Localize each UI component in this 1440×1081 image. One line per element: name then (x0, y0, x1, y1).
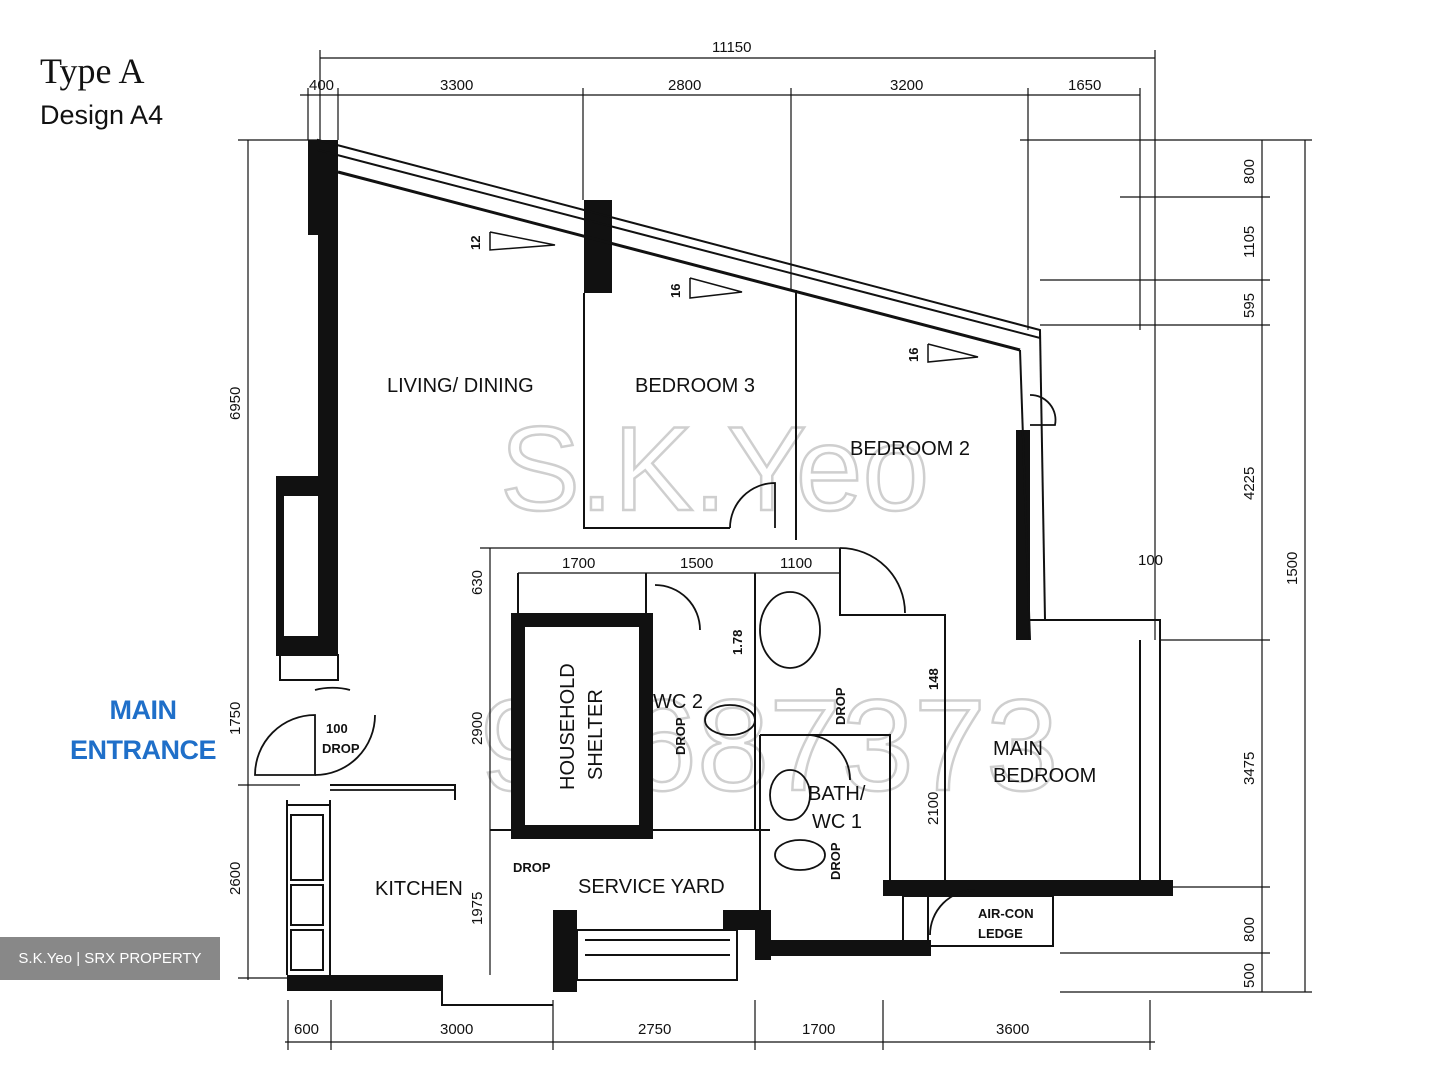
dim-right-total: 1500 (1284, 552, 1301, 585)
drop-labels: 100 DROP DROP DROP DROP DROP (322, 687, 848, 880)
dim-inner-100: 100 (1138, 552, 1163, 569)
agent-badge: S.K.Yeo | SRX PROPERTY (0, 937, 220, 980)
watermark-name: S.K.Yeo (500, 402, 929, 536)
room-bedroom-3: BEDROOM 3 (635, 375, 755, 397)
dim-right-4: 4225 (1241, 467, 1258, 500)
room-service-yard: SERVICE YARD (578, 876, 725, 898)
slope-label-living: 12 (468, 236, 483, 250)
dim-inner-1975: 1975 (469, 892, 486, 925)
dim-bottom-5: 3600 (996, 1021, 1029, 1038)
room-labels: LIVING/ DINING BEDROOM 3 BEDROOM 2 MAIN … (375, 375, 1096, 941)
dim-inner-2100: 2100 (925, 792, 942, 825)
slope-markers (489, 231, 979, 363)
dim-right-7: 500 (1241, 963, 1258, 988)
dim-top-2: 3300 (440, 77, 473, 94)
walls (276, 138, 1173, 1006)
drop-wc2: DROP (673, 717, 688, 755)
room-aircon-line1: AIR-CON (978, 906, 1034, 921)
dim-right-6: 800 (1241, 917, 1258, 942)
dim-right-2: 1105 (1241, 226, 1258, 258)
dimension-lines (238, 50, 1312, 1050)
room-wc-2: WC 2 (653, 691, 703, 713)
dim-bottom-1: 600 (294, 1021, 319, 1038)
dim-inner-2900: 2900 (469, 712, 486, 745)
dim-left-1: 6950 (227, 387, 244, 420)
drop-service: DROP (513, 860, 551, 875)
dim-right-5: 3475 (1241, 752, 1258, 785)
dim-top-3: 2800 (668, 77, 701, 94)
drop-entrance: DROP (322, 741, 360, 756)
room-household-shelter-line2: SHELTER (585, 689, 607, 780)
dim-left-2: 1750 (227, 702, 244, 735)
main-entrance-line1: MAIN (109, 695, 178, 725)
room-household-shelter-line1: HOUSEHOLD (557, 663, 579, 790)
slope-label-bed2: 16 (906, 348, 921, 362)
slope-label-bed3: 16 (668, 284, 683, 298)
room-main-bedroom-line2: BEDROOM (993, 765, 1096, 787)
dim-bottom-4: 1700 (802, 1021, 835, 1038)
room-kitchen: KITCHEN (375, 878, 463, 900)
drop-bath: DROP (828, 842, 843, 880)
room-aircon-line2: LEDGE (978, 926, 1023, 941)
plan-subtitle: Design A4 (40, 100, 164, 130)
dim-inner-630: 630 (469, 570, 486, 595)
dim-inner-1100: 1100 (780, 555, 812, 572)
dim-inner-148: 148 (926, 668, 941, 690)
main-entrance-label: MAIN ENTRANCE (68, 690, 218, 770)
dimension-labels: 11150 400 3300 2800 3200 1650 600 3000 2… (227, 39, 1301, 1038)
room-bath-line1: BATH/ (808, 783, 866, 805)
dim-bottom-2: 3000 (440, 1021, 473, 1038)
dim-inner-1500: 1500 (680, 555, 713, 572)
drop-100: 100 (326, 721, 348, 736)
dim-inner-178: 1.78 (730, 630, 745, 655)
room-main-bedroom-line1: MAIN (993, 738, 1043, 760)
dim-top-1: 400 (309, 77, 334, 94)
dim-top-5: 1650 (1068, 77, 1101, 94)
dim-top-4: 3200 (890, 77, 923, 94)
dim-left-3: 2600 (227, 862, 244, 895)
main-entrance-line2: ENTRANCE (69, 735, 217, 765)
room-living-dining: LIVING/ DINING (387, 375, 534, 397)
room-bath-line2: WC 1 (812, 811, 862, 833)
dim-bottom-3: 2750 (638, 1021, 671, 1038)
dim-top-total: 11150 (712, 39, 752, 56)
dim-right-3: 595 (1241, 293, 1258, 318)
plan-title: Type A (40, 51, 145, 91)
room-bedroom-2: BEDROOM 2 (850, 438, 970, 460)
drop-corridor: DROP (833, 687, 848, 725)
dim-right-1: 800 (1241, 159, 1258, 184)
dim-inner-1700: 1700 (562, 555, 595, 572)
doors (254, 394, 1057, 936)
